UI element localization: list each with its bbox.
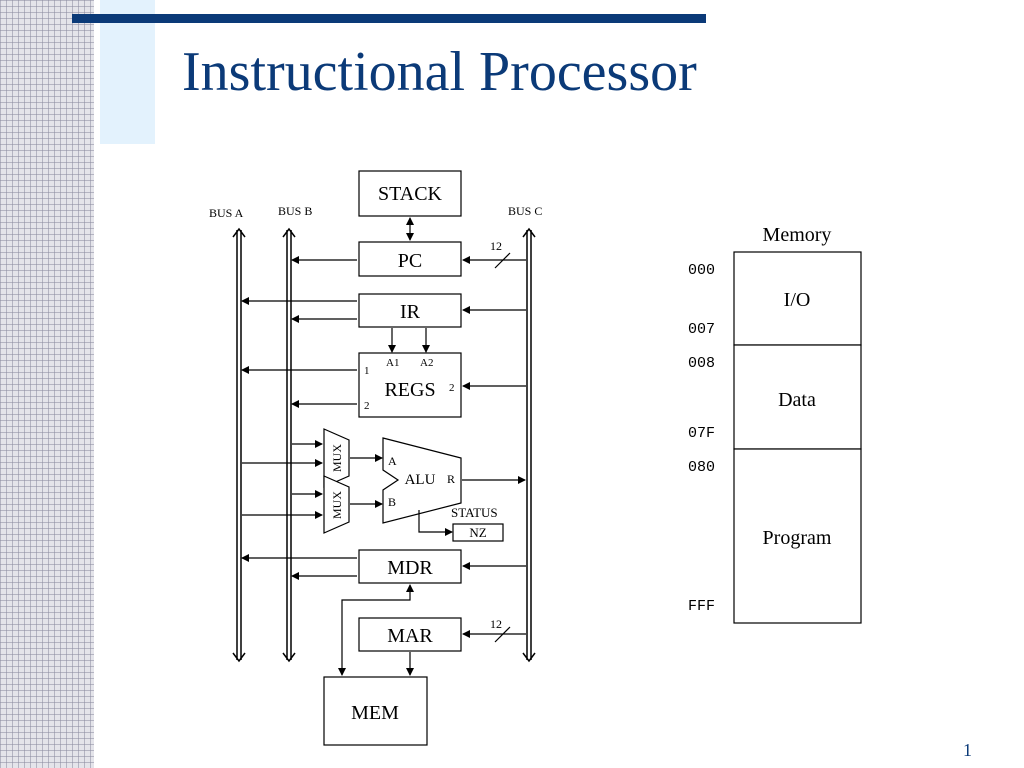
mar-width-label: 12: [490, 617, 502, 631]
memory-region-io-label: I/O: [784, 289, 811, 311]
bus-a-label: BUS A: [209, 206, 244, 220]
pc-width-slash: [494, 252, 511, 269]
memory-map-title: Memory: [763, 224, 832, 246]
regs-block: [358, 352, 462, 418]
memory-region-data-label: Data: [778, 389, 816, 411]
bus-a-line: [232, 227, 246, 663]
status-register: [452, 523, 504, 542]
mux-bottom-block: [323, 475, 350, 534]
alu-input-b: B: [388, 495, 396, 509]
mdr-mem-link: [338, 584, 414, 676]
bus-c-label: BUS C: [508, 204, 542, 218]
stack-label: STACK: [378, 183, 443, 205]
regs-label: REGS: [384, 379, 435, 401]
status-label: STATUS: [451, 505, 498, 520]
bus-c-line: [522, 227, 536, 663]
mdr-block: [358, 549, 462, 584]
alu-label: ALU: [405, 472, 436, 488]
mux-bottom-label: MUX: [330, 491, 344, 519]
pc-block: [358, 241, 462, 277]
ir-block: [358, 293, 462, 328]
mem-block: [323, 676, 428, 746]
pc-label: PC: [398, 250, 422, 272]
mux-top-label: MUX: [330, 444, 344, 472]
regs-port-1: 1: [364, 365, 370, 377]
memory-region-program: [733, 448, 862, 624]
alu-to-status: [418, 510, 453, 536]
regs-port-a2: A2: [420, 357, 433, 369]
address-end-io: 007: [688, 321, 715, 338]
regs-port-a1: A1: [386, 357, 399, 369]
memory-region-program-label: Program: [763, 527, 832, 549]
mdr-label: MDR: [387, 557, 433, 579]
mux-top-block: [323, 428, 350, 488]
bus-b-line: [282, 227, 296, 663]
address-start-program: 080: [688, 459, 715, 476]
stack-block: [358, 170, 462, 217]
title-rule: [72, 14, 706, 23]
grid-background-strip: [0, 0, 94, 768]
pc-width-label: 12: [490, 239, 502, 253]
regs-port-2-left: 2: [364, 400, 370, 412]
mar-width-slash: [494, 626, 511, 643]
address-end-data: 07F: [688, 425, 715, 442]
ir-label: IR: [400, 301, 421, 323]
alu-output-r: R: [447, 472, 455, 486]
page-number: 1: [963, 740, 972, 760]
status-flags: NZ: [469, 525, 486, 540]
memory-region-io: [733, 251, 862, 346]
mem-label: MEM: [351, 702, 399, 724]
bus-b-label: BUS B: [278, 204, 312, 218]
address-start-io: 000: [688, 262, 715, 279]
address-end-program: FFF: [688, 598, 715, 615]
mar-label: MAR: [387, 625, 433, 647]
memory-map: [733, 251, 862, 624]
address-start-data: 008: [688, 355, 715, 372]
alu-block: [382, 437, 462, 524]
memory-region-data: [733, 344, 862, 450]
regs-port-2-right: 2: [449, 382, 455, 394]
slide-title: Instructional Processor: [182, 41, 697, 103]
mar-block: [358, 617, 462, 652]
alu-input-a: A: [388, 454, 397, 468]
title-accent-panel: [100, 0, 155, 144]
